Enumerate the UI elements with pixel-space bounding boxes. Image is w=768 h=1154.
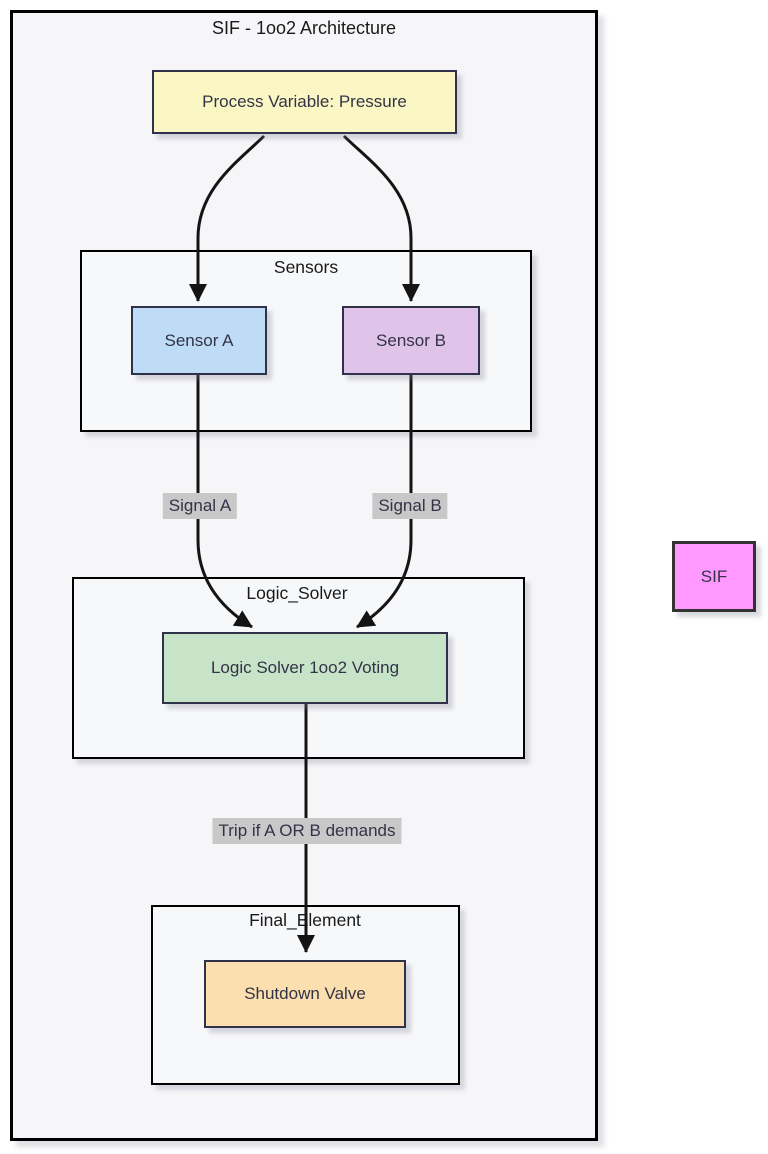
- node-logic-solver: Logic Solver 1oo2 Voting: [162, 632, 448, 704]
- subgraph-sensors-title: Sensors: [273, 257, 339, 277]
- node-process-variable: Process Variable: Pressure: [152, 70, 457, 134]
- edge-label-signal-b: Signal B: [372, 493, 448, 519]
- node-sensor-b-label: Sensor B: [376, 330, 446, 350]
- node-process-variable-label: Process Variable: Pressure: [202, 92, 407, 111]
- node-logic-solver-label: Logic Solver 1oo2 Voting: [210, 658, 400, 677]
- node-sif-label: SIF: [700, 566, 728, 586]
- edge-label-signal-a: Signal A: [162, 493, 238, 519]
- subgraph-final-element-title: Final_Element: [249, 910, 361, 930]
- node-sif: SIF: [672, 541, 756, 612]
- node-sensor-a-label: Sensor A: [164, 330, 234, 350]
- subgraph-logic-solver-title: Logic_Solver: [246, 583, 348, 603]
- edge-label-trip: Trip if A OR B demands: [212, 818, 402, 844]
- node-shutdown-valve-label: Shutdown Valve: [244, 984, 366, 1003]
- node-shutdown-valve: Shutdown Valve: [204, 960, 406, 1028]
- node-sensor-a: Sensor A: [131, 306, 267, 375]
- diagram-title: SIF - 1oo2 Architecture: [211, 18, 397, 38]
- node-sensor-b: Sensor B: [342, 306, 480, 375]
